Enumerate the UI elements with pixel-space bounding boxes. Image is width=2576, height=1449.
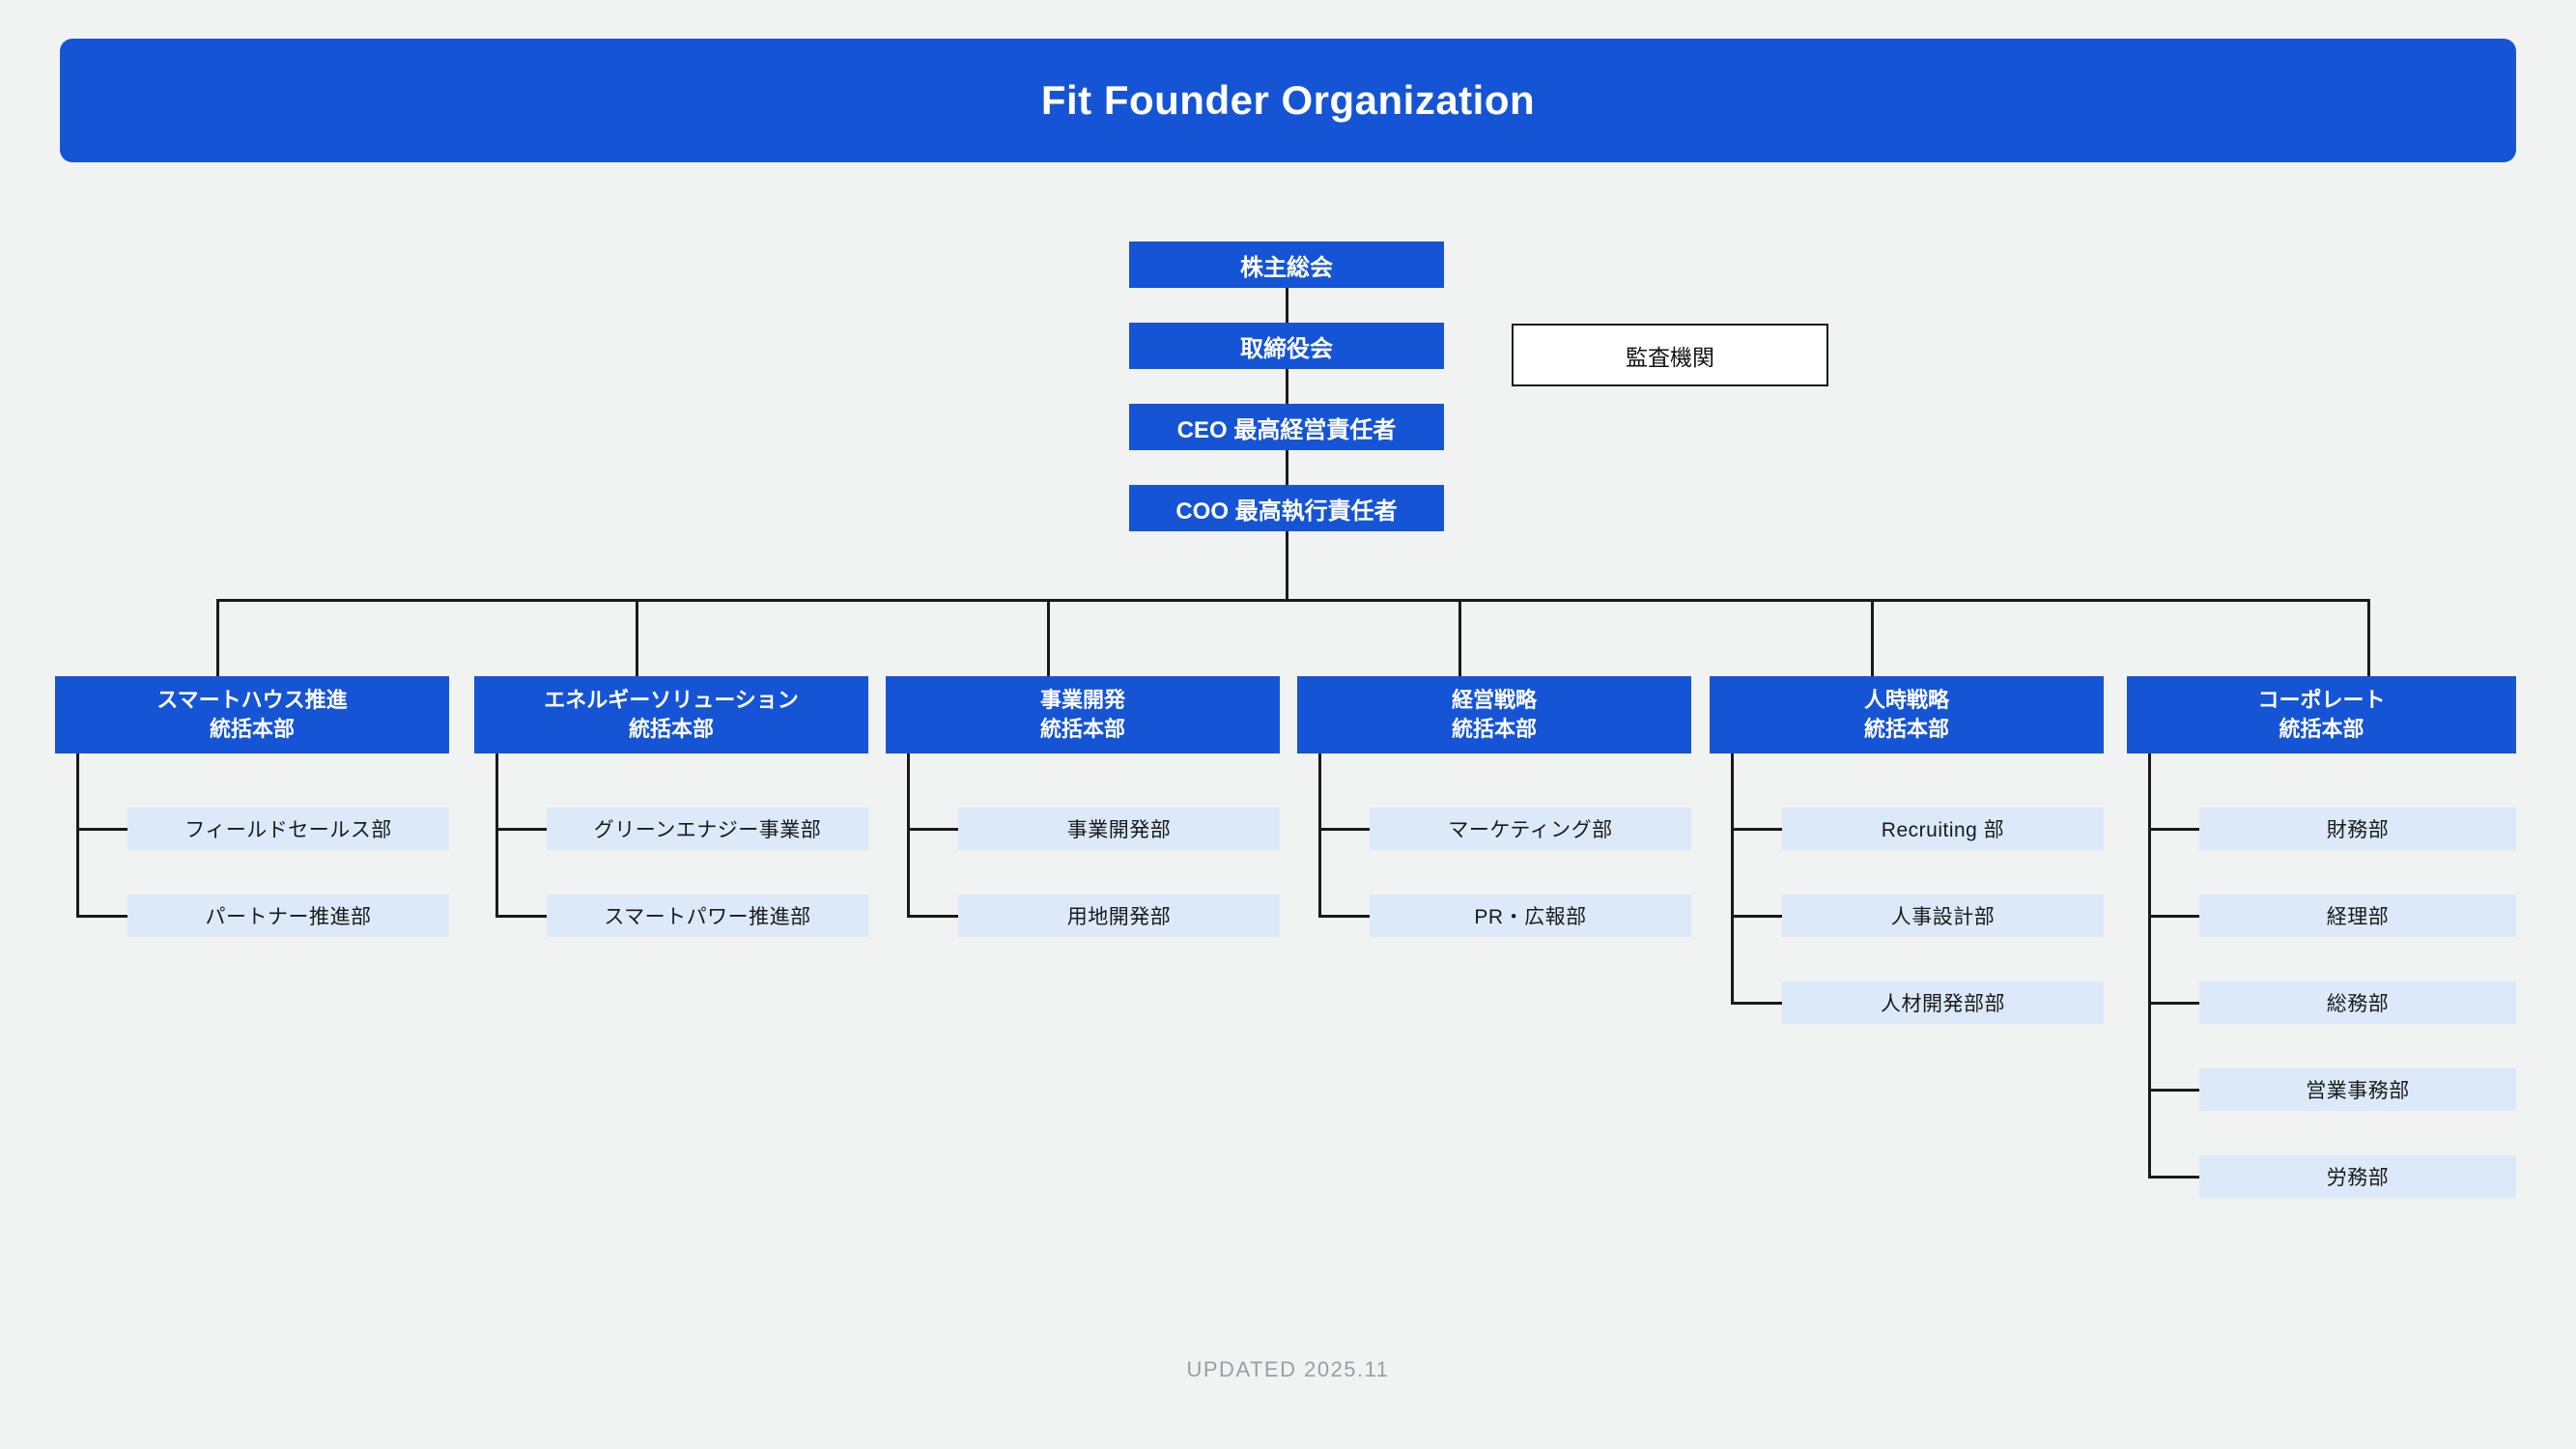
department-box-3-2[interactable]: 用地開発部	[958, 895, 1280, 937]
department-label: 営業事務部	[2306, 1080, 2410, 1102]
exec-box-label: 株主総会	[1240, 254, 1333, 281]
exec-box-2[interactable]: 取締役会	[1129, 323, 1444, 369]
department-label: パートナー推進部	[205, 906, 372, 928]
department-label: 労務部	[2326, 1167, 2390, 1189]
department-box-6-2[interactable]: 経理部	[2199, 895, 2516, 937]
page-title: Fit Founder Organization	[1040, 77, 1536, 123]
division-name-line1: 事業開発	[1039, 688, 1125, 713]
department-label: フィールドセールス部	[184, 819, 392, 841]
department-label: 財務部	[2326, 819, 2390, 841]
connector-division-drop-2	[636, 599, 638, 676]
department-box-2-1[interactable]: グリーンエナジー事業部	[547, 808, 868, 850]
connector-department-stub-6-4	[2148, 1089, 2199, 1092]
connector-department-rail-2	[495, 753, 498, 916]
exec-box-label: COO 最高執行責任者	[1175, 497, 1398, 525]
department-label: 用地開発部	[1066, 906, 1172, 928]
connector-department-stub-6-3	[2148, 1002, 2199, 1005]
department-box-1-2[interactable]: パートナー推進部	[127, 895, 449, 937]
department-label: 経理部	[2326, 906, 2390, 928]
connector-division-drop-6	[2367, 599, 2370, 676]
division-name-line1: スマートハウス推進	[156, 688, 348, 713]
connector-exec-vertical-1	[1286, 288, 1288, 323]
division-name-line2: 統括本部	[1039, 717, 1125, 741]
connector-department-rail-5	[1731, 753, 1734, 1003]
division-box-4[interactable]: 経営戦略統括本部	[1297, 676, 1691, 753]
division-name-line1: エネルギーソリューション	[544, 688, 799, 713]
department-box-3-1[interactable]: 事業開発部	[958, 808, 1280, 850]
division-box-6[interactable]: コーポレート統括本部	[2127, 676, 2516, 753]
division-name-line2: 統括本部	[209, 717, 295, 741]
division-name-line2: 統括本部	[628, 717, 714, 741]
department-label: Recruiting 部	[1881, 819, 2005, 841]
connector-department-stub-2-2	[495, 915, 547, 918]
exec-box-label: CEO 最高経営責任者	[1176, 416, 1397, 443]
header-banner: Fit Founder Organization	[60, 39, 2516, 162]
division-name-line2: 統括本部	[1863, 717, 1949, 741]
connector-department-rail-3	[907, 753, 910, 916]
department-box-5-1[interactable]: Recruiting 部	[1782, 808, 2104, 850]
division-name-line2: 統括本部	[2279, 717, 2364, 741]
connector-department-stub-2-1	[495, 828, 547, 831]
connector-trunk-vertical	[1286, 531, 1288, 599]
division-name-line1: 人時戦略	[1863, 688, 1949, 713]
exec-box-1[interactable]: 株主総会	[1129, 242, 1444, 288]
department-label: 総務部	[2326, 993, 2390, 1015]
connector-department-stub-6-1	[2148, 828, 2199, 831]
connector-department-stub-1-1	[76, 828, 127, 831]
department-box-2-2[interactable]: スマートパワー推進部	[547, 895, 868, 937]
exec-box-label: 取締役会	[1240, 335, 1333, 362]
department-box-1-1[interactable]: フィールドセールス部	[127, 808, 449, 850]
division-name-line2: 統括本部	[1451, 717, 1537, 741]
department-label: 人事設計部	[1890, 906, 1996, 928]
connector-exec-vertical-2	[1286, 369, 1288, 404]
department-box-4-1[interactable]: マーケティング部	[1370, 808, 1691, 850]
department-label: 事業開発部	[1066, 819, 1172, 841]
connector-division-drop-5	[1871, 599, 1874, 676]
connector-department-stub-4-1	[1318, 828, 1370, 831]
department-box-4-2[interactable]: PR・広報部	[1370, 895, 1691, 937]
connector-department-stub-5-2	[1731, 915, 1782, 918]
audit-box[interactable]: 監査機関	[1512, 324, 1828, 386]
connector-distribution-bus	[217, 599, 2368, 602]
connector-department-stub-5-1	[1731, 828, 1782, 831]
connector-department-stub-6-2	[2148, 915, 2199, 918]
department-label: スマートパワー推進部	[604, 906, 811, 928]
exec-box-3[interactable]: CEO 最高経営責任者	[1129, 404, 1444, 450]
department-label: 人材開発部部	[1881, 993, 2005, 1015]
department-box-5-3[interactable]: 人材開発部部	[1782, 981, 2104, 1024]
connector-department-stub-6-5	[2148, 1176, 2199, 1179]
exec-box-4[interactable]: COO 最高執行責任者	[1129, 485, 1444, 531]
department-box-6-3[interactable]: 総務部	[2199, 981, 2516, 1024]
connector-department-stub-5-3	[1731, 1002, 1782, 1005]
division-box-2[interactable]: エネルギーソリューション統括本部	[474, 676, 868, 753]
department-label: マーケティング部	[1448, 819, 1613, 841]
connector-division-drop-4	[1458, 599, 1461, 676]
department-label: PR・広報部	[1474, 906, 1587, 928]
department-box-5-2[interactable]: 人事設計部	[1782, 895, 2104, 937]
division-name-line1: 経営戦略	[1451, 688, 1537, 713]
connector-department-rail-1	[76, 753, 79, 916]
division-box-3[interactable]: 事業開発統括本部	[886, 676, 1280, 753]
connector-department-rail-4	[1318, 753, 1321, 916]
division-name-line1: コーポレート	[2257, 688, 2386, 713]
department-box-6-5[interactable]: 労務部	[2199, 1155, 2516, 1198]
connector-department-stub-4-2	[1318, 915, 1370, 918]
department-label: グリーンエナジー事業部	[593, 819, 822, 841]
division-box-1[interactable]: スマートハウス推進統括本部	[55, 676, 449, 753]
connector-department-rail-6	[2148, 753, 2151, 1177]
division-box-5[interactable]: 人時戦略統括本部	[1710, 676, 2104, 753]
department-box-6-4[interactable]: 営業事務部	[2199, 1068, 2516, 1111]
footer-updated-note: UPDATED 2025.11	[1186, 1357, 1390, 1381]
department-box-6-1[interactable]: 財務部	[2199, 808, 2516, 850]
audit-box-label: 監査機関	[1626, 344, 1714, 370]
connector-division-drop-3	[1047, 599, 1050, 676]
connector-division-drop-1	[216, 599, 219, 676]
connector-department-stub-1-2	[76, 915, 127, 918]
connector-department-stub-3-2	[907, 915, 958, 918]
connector-department-stub-3-1	[907, 828, 958, 831]
connector-exec-vertical-3	[1286, 450, 1288, 485]
